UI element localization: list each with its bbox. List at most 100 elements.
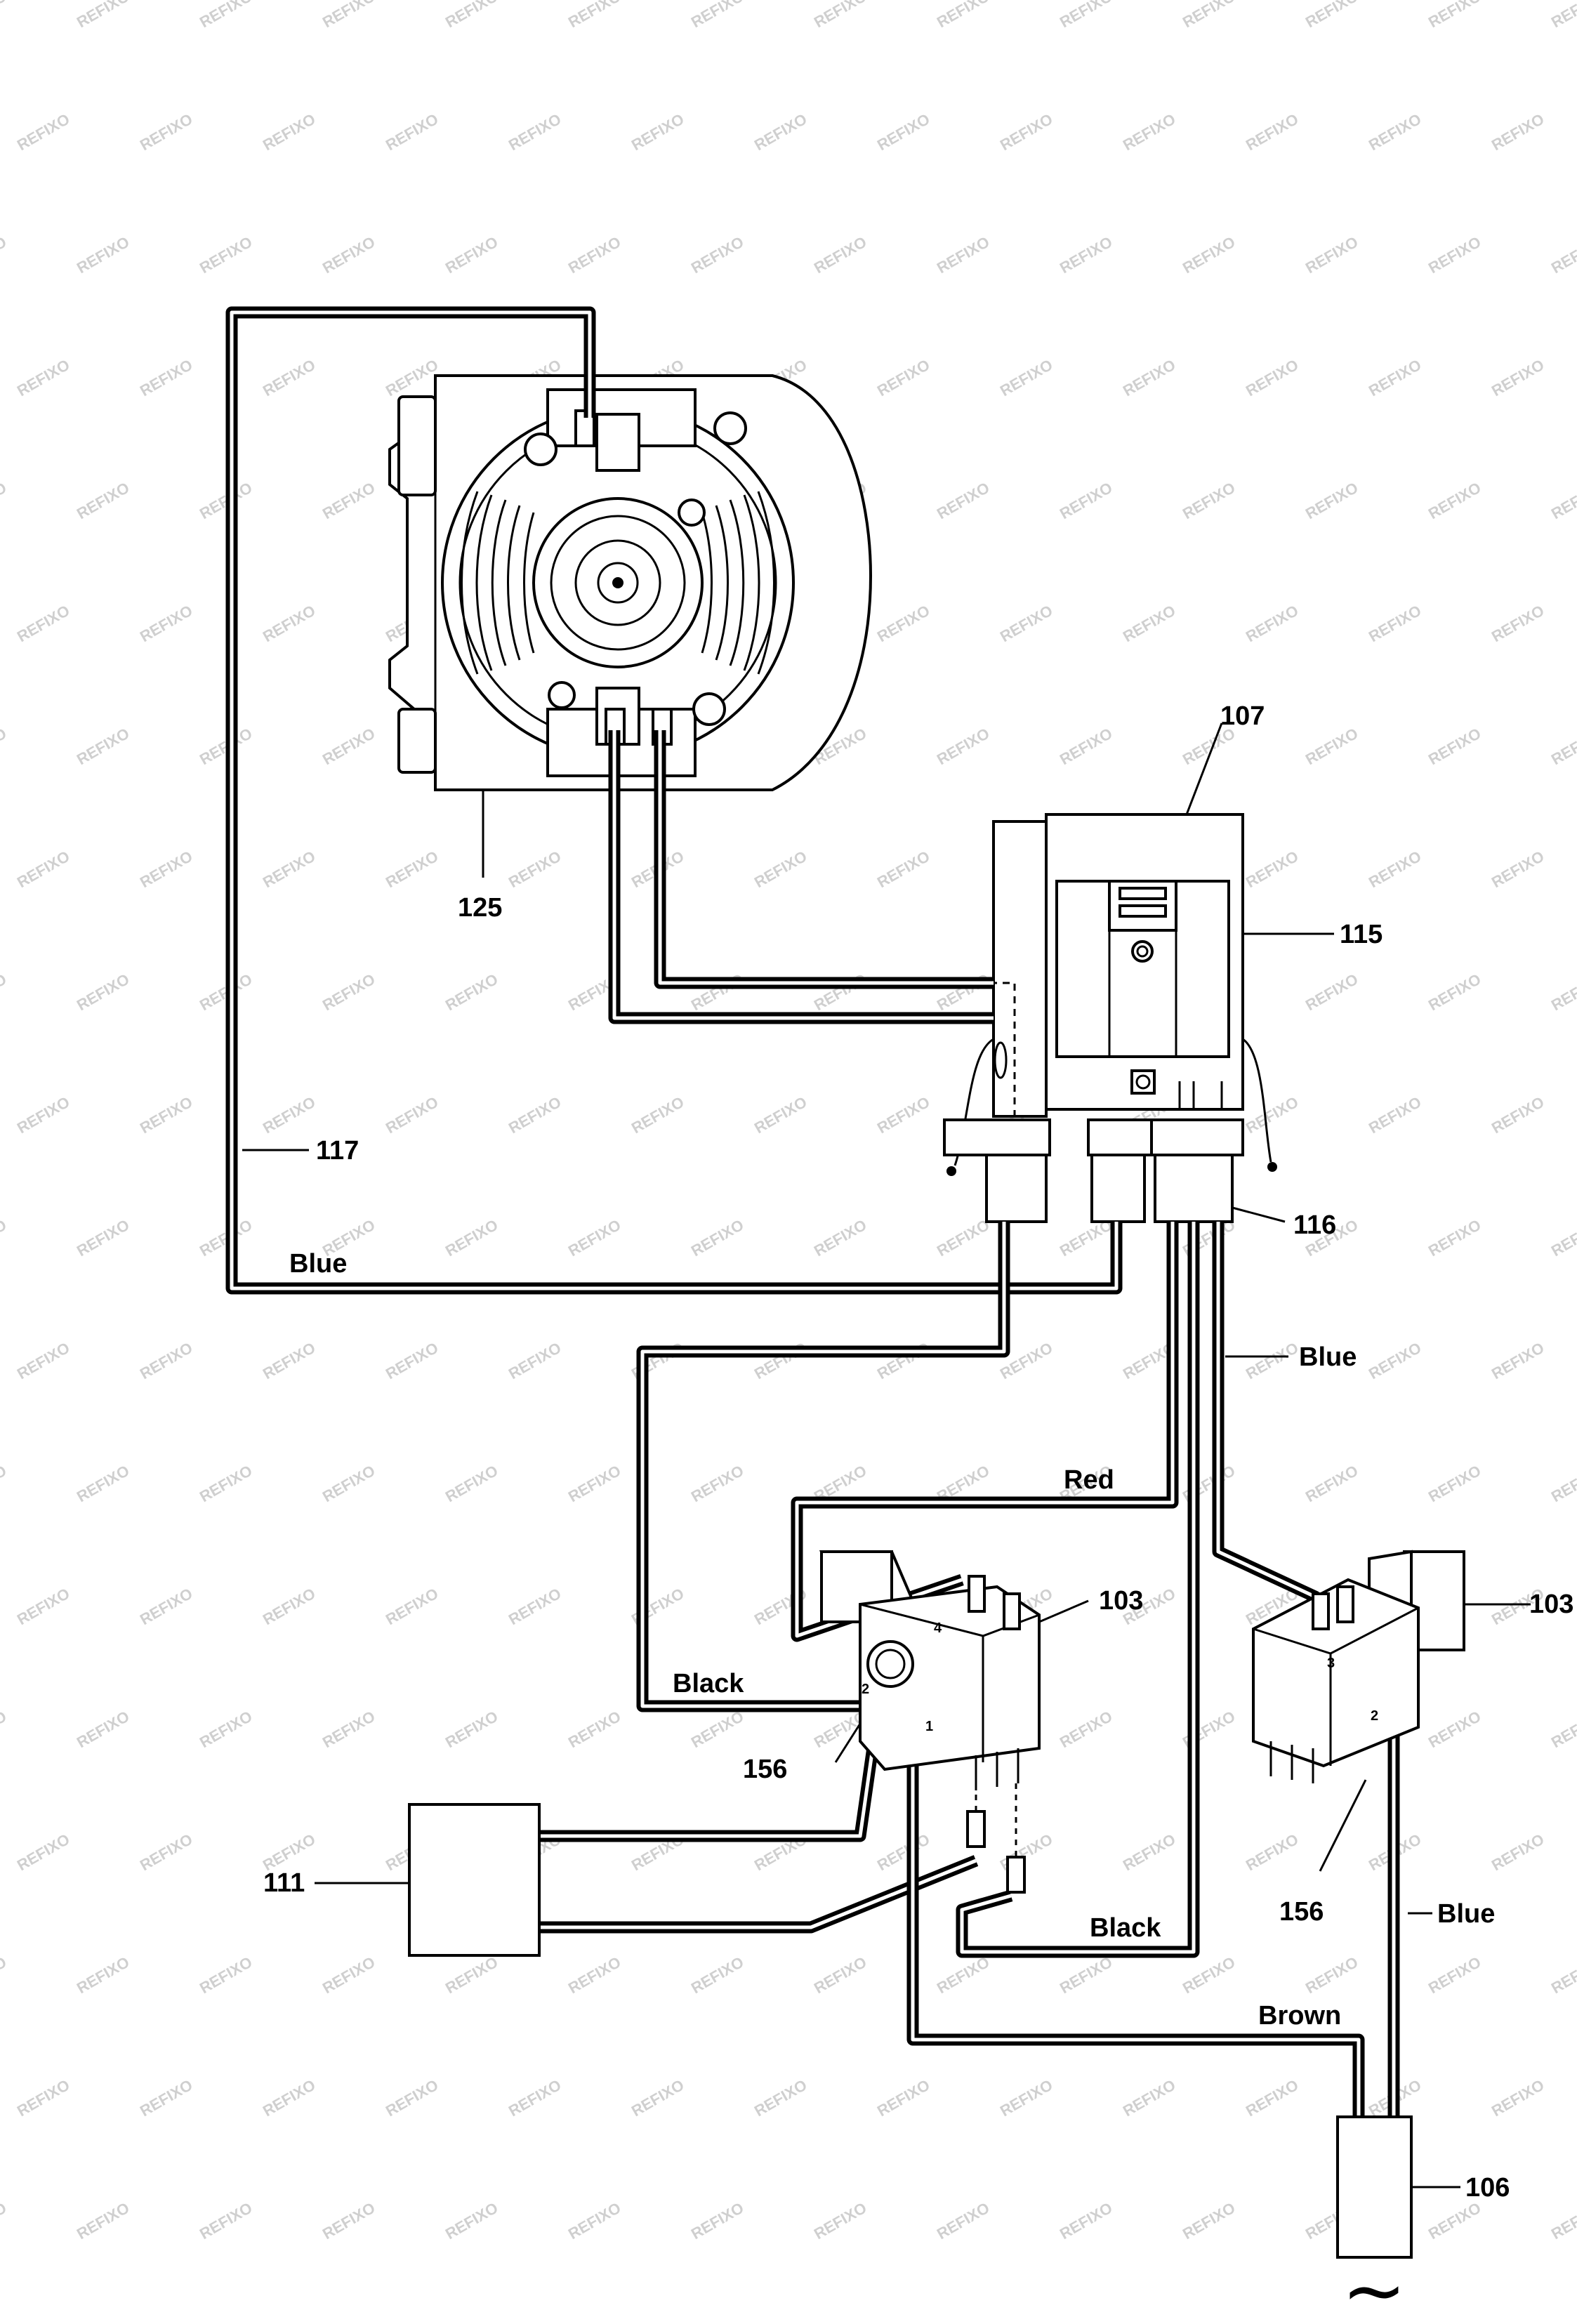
watermark-text: REFIXO — [1425, 1462, 1484, 1506]
terminal-1-label: 1 — [925, 1719, 933, 1734]
watermark-text: REFIXO — [260, 1830, 318, 1875]
label-156-right: 156 — [1279, 1897, 1324, 1927]
watermark-text: REFIXO — [197, 1708, 255, 1752]
watermark-text: REFIXO — [1548, 970, 1577, 1015]
module-adjust-screw — [1130, 1069, 1156, 1095]
watermark-text: REFIXO — [1425, 233, 1484, 277]
label-103-right: 103 — [1529, 1590, 1573, 1619]
watermark-text: REFIXO — [1302, 725, 1361, 769]
watermark-text: REFIXO — [1548, 233, 1577, 277]
wires — [225, 306, 1400, 2117]
switch-right-body — [1252, 1578, 1420, 1768]
watermark-text: REFIXO — [1180, 0, 1238, 31]
watermark-text: REFIXO — [1243, 1339, 1301, 1383]
watermark-text: REFIXO — [934, 2199, 992, 2243]
watermark-text: REFIXO — [874, 110, 932, 154]
watermark-text: REFIXO — [74, 233, 132, 277]
watermark-text: REFIXO — [751, 1339, 810, 1383]
watermark-text: REFIXO — [997, 602, 1055, 646]
watermark-text: REFIXO — [1425, 725, 1484, 769]
watermark-text: REFIXO — [1302, 970, 1361, 1015]
watermark-text: REFIXO — [260, 356, 318, 400]
watermark-text: REFIXO — [383, 1093, 441, 1137]
watermark-text: REFIXO — [14, 1339, 72, 1383]
watermark-text: REFIXO — [565, 0, 623, 31]
watermark-text: REFIXO — [319, 233, 378, 277]
watermark-text: REFIXO — [1489, 1830, 1547, 1875]
watermark-text: REFIXO — [811, 0, 869, 31]
watermark-text: REFIXO — [1243, 1093, 1301, 1137]
watermark-text: REFIXO — [688, 970, 746, 1015]
watermark-text: REFIXO — [1548, 1953, 1577, 1998]
watermark-text: REFIXO — [628, 1093, 687, 1137]
watermark-text: REFIXO — [1489, 1093, 1547, 1137]
watermark-text: REFIXO — [1180, 479, 1238, 523]
watermark-text: REFIXO — [874, 2076, 932, 2120]
brush-top — [595, 413, 640, 472]
watermark-text: REFIXO — [0, 1462, 9, 1506]
watermark-text: REFIXO — [197, 233, 255, 277]
watermark-text: REFIXO — [137, 1830, 195, 1875]
bearing-clip-2 — [548, 681, 576, 709]
watermark-text: REFIXO — [1243, 1830, 1301, 1875]
watermark-text: REFIXO — [1366, 1093, 1424, 1137]
watermark-text: REFIXO — [1180, 233, 1238, 277]
watermark-text: REFIXO — [628, 2076, 687, 2120]
watermark-text: REFIXO — [1548, 1462, 1577, 1506]
watermark-text: REFIXO — [14, 1093, 72, 1137]
watermark-text: REFIXO — [628, 110, 687, 154]
field-winding-left — [461, 491, 535, 675]
watermark-text: REFIXO — [74, 970, 132, 1015]
watermark-text: REFIXO — [260, 1339, 318, 1383]
watermark-text: REFIXO — [260, 847, 318, 892]
terminal-4-label: 4 — [934, 1620, 942, 1636]
watermark-text: REFIXO — [14, 847, 72, 892]
switch-left: 4 2 1 — [819, 1550, 1041, 1894]
watermark-text: REFIXO — [934, 970, 992, 1015]
watermark-text: REFIXO — [319, 1708, 378, 1752]
watermark-text: REFIXO — [1243, 356, 1301, 400]
wire-label-brown: Brown — [1258, 2001, 1341, 2031]
watermark-text: REFIXO — [260, 2076, 318, 2120]
watermark-text: REFIXO — [319, 725, 378, 769]
watermark-text: REFIXO — [14, 1830, 72, 1875]
watermark-text: REFIXO — [137, 1585, 195, 1629]
watermark-text: REFIXO — [319, 0, 378, 31]
bearing-clip — [678, 499, 706, 527]
watermark-text: REFIXO — [137, 110, 195, 154]
watermark-text: REFIXO — [506, 2076, 564, 2120]
watermark-text: REFIXO — [1180, 2199, 1238, 2243]
watermark-text: REFIXO — [1302, 233, 1361, 277]
watermark-text: REFIXO — [383, 2076, 441, 2120]
watermark-text: REFIXO — [874, 1093, 932, 1137]
connector-left-top — [943, 1118, 1051, 1156]
watermark-text: REFIXO — [0, 970, 9, 1015]
watermark-text: REFIXO — [934, 479, 992, 523]
watermark-text: REFIXO — [811, 2199, 869, 2243]
watermark-text: REFIXO — [0, 725, 9, 769]
leader-lines — [242, 722, 1531, 2188]
watermark-text: REFIXO — [997, 110, 1055, 154]
watermark-text: REFIXO — [688, 1216, 746, 1260]
watermark-text: REFIXO — [197, 1462, 255, 1506]
watermark-text: REFIXO — [442, 1708, 501, 1752]
watermark-text: REFIXO — [1548, 1216, 1577, 1260]
watermark-text: REFIXO — [442, 233, 501, 277]
watermark-text: REFIXO — [319, 479, 378, 523]
watermark-text: REFIXO — [1243, 847, 1301, 892]
watermark-text: REFIXO — [74, 1708, 132, 1752]
watermark-text: REFIXO — [1548, 479, 1577, 523]
watermark-text: REFIXO — [260, 110, 318, 154]
connector-right-top — [1150, 1118, 1244, 1156]
watermark-text: REFIXO — [811, 970, 869, 1015]
watermark-text: REFIXO — [565, 2199, 623, 2243]
watermark-text: REFIXO — [1302, 479, 1361, 523]
watermark-text: REFIXO — [1120, 2076, 1178, 2120]
terminal-3-label: 3 — [1327, 1656, 1335, 1671]
label-156-left: 156 — [743, 1755, 787, 1784]
watermark-text: REFIXO — [1425, 970, 1484, 1015]
watermark-text: REFIXO — [137, 847, 195, 892]
watermark-text: REFIXO — [688, 233, 746, 277]
screw-bottom-right — [692, 692, 726, 726]
watermark-text: REFIXO — [811, 233, 869, 277]
